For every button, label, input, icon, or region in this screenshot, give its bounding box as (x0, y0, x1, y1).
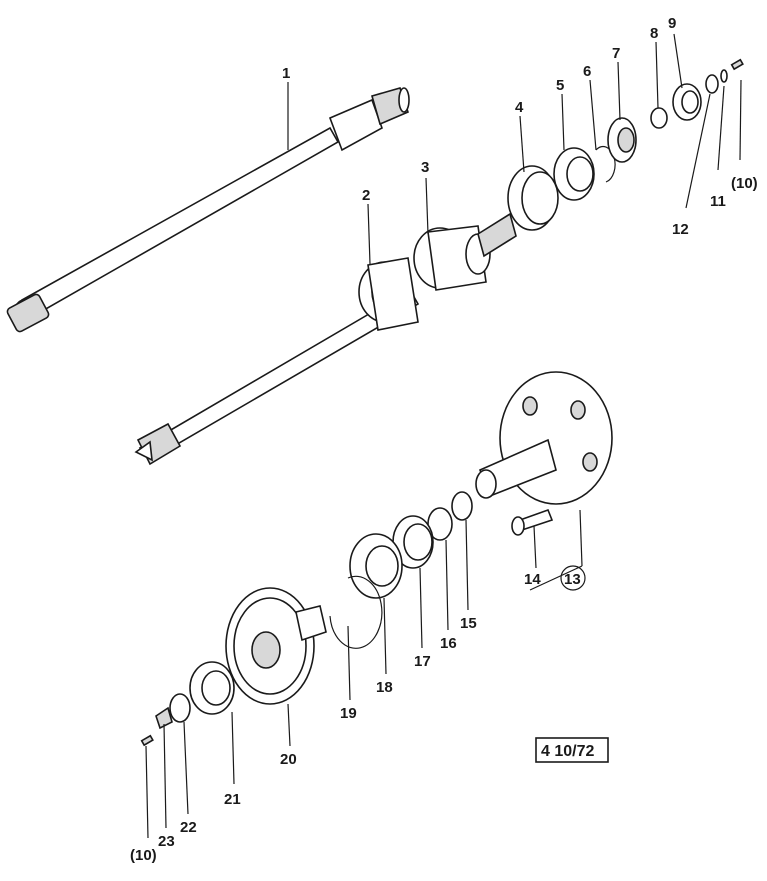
part-14-bolt (511, 508, 554, 536)
label-8: 8 (650, 25, 658, 42)
part-7-pinion-gear (607, 117, 637, 163)
part-11-ring (720, 69, 728, 83)
label-19: 19 (340, 705, 357, 722)
part-4-bearing-cage (507, 165, 559, 231)
part-10-screw-top (730, 58, 744, 71)
label-16: 16 (440, 635, 457, 652)
part-18-ball-bearing (349, 533, 403, 599)
label-2: 2 (362, 187, 370, 204)
label-13: 13 (564, 571, 581, 588)
part-20-large-gear (225, 587, 327, 705)
part-12-washer (705, 74, 719, 94)
part-21-bearing (189, 661, 235, 715)
part-5-ball-bearing (553, 147, 595, 201)
label-5: 5 (556, 77, 564, 94)
label-1: 1 (282, 65, 290, 82)
label-23: 23 (158, 833, 175, 850)
part-8-bushing (650, 107, 668, 129)
label-22: 22 (180, 819, 197, 836)
part-9-needle-bearing (672, 83, 702, 121)
part-17-bearing-race (392, 515, 434, 569)
label-10-bottom: (10) (130, 847, 157, 864)
label-11: 11 (710, 193, 726, 210)
label-20: 20 (280, 751, 297, 768)
part-1-axle-shaft (6, 87, 410, 333)
label-21: 21 (224, 791, 241, 808)
part-23-lock-plate (155, 706, 173, 730)
label-10-top: (10) (731, 175, 758, 192)
label-18: 18 (376, 679, 393, 696)
label-14: 14 (524, 571, 541, 588)
part-15-ring (451, 491, 473, 521)
label-9: 9 (668, 15, 676, 32)
figure-code-box: 4 10/72 (535, 737, 609, 763)
part-22-washer (169, 693, 191, 723)
part-19-snap-ring (329, 575, 383, 649)
part-13-flange-hub (475, 371, 613, 505)
label-12: 12 (672, 221, 689, 238)
label-13-circle (560, 565, 586, 591)
label-4: 4 (515, 99, 524, 116)
label-7: 7 (612, 45, 620, 62)
part-2-3-shaft-assembly (134, 212, 517, 466)
label-3: 3 (421, 159, 429, 176)
leader-lines (145, 33, 742, 839)
part-10-screw-bottom (140, 734, 154, 747)
figure-code: 4 10/72 (541, 743, 594, 760)
label-6: 6 (583, 63, 591, 80)
label-17: 17 (414, 653, 431, 670)
label-15: 15 (460, 615, 477, 632)
